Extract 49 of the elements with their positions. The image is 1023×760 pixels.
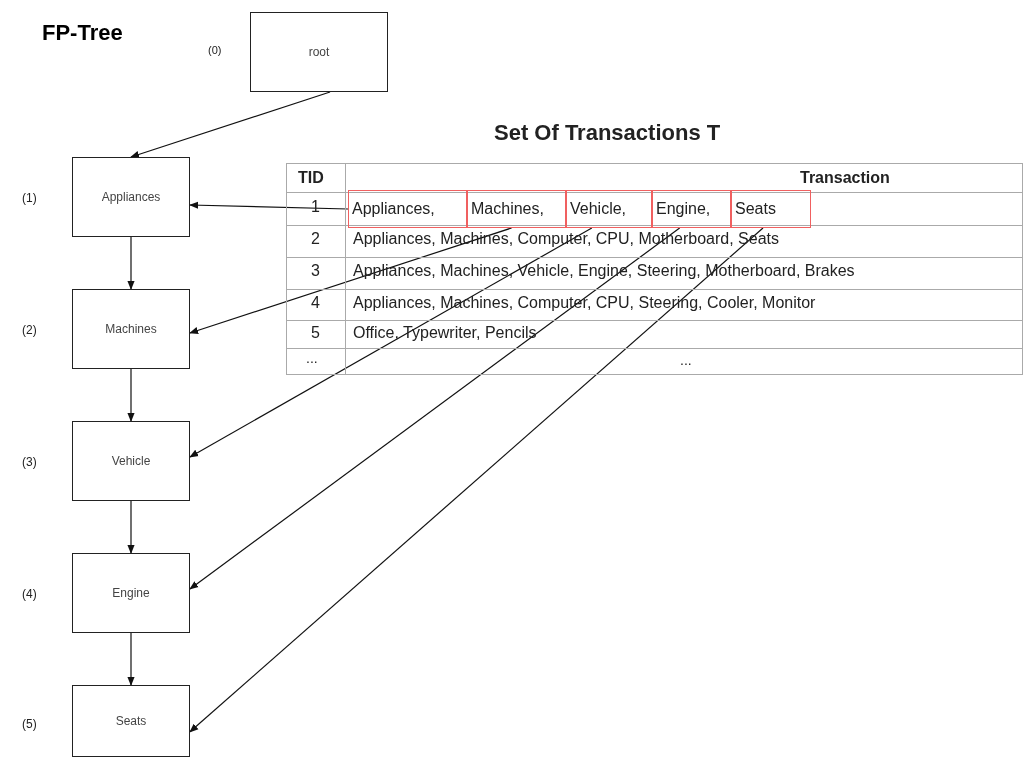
node-label: Vehicle xyxy=(111,454,151,468)
tree-node-box xyxy=(250,12,388,92)
highlight-box xyxy=(467,190,566,228)
cell-text: ... xyxy=(680,352,692,368)
node-label: Engine xyxy=(112,586,150,600)
tree-node-box xyxy=(72,289,190,369)
highlight-box xyxy=(348,190,467,228)
cell-text: Office, Typewriter, Pencils xyxy=(353,324,537,342)
node-label: Appliances, xyxy=(352,200,435,218)
node-label: Seats xyxy=(735,200,776,218)
row-number: 4 xyxy=(311,294,320,312)
column-header: Transaction xyxy=(800,169,890,187)
level-number: (0) xyxy=(208,44,222,56)
level-number: (4) xyxy=(22,587,37,601)
arrow xyxy=(189,227,681,590)
table-title: Set Of Transactions T xyxy=(494,120,721,146)
arrow xyxy=(127,632,135,686)
arrow xyxy=(189,227,764,733)
diagram-title: FP-Tree xyxy=(42,20,123,46)
tree-node-box xyxy=(72,553,190,633)
node-label: Appliances xyxy=(101,190,161,204)
level-number: (3) xyxy=(22,455,37,469)
level-number: (1) xyxy=(22,191,37,205)
arrow xyxy=(189,201,349,210)
node-label: Engine, xyxy=(656,200,711,218)
level-number: (2) xyxy=(22,323,37,337)
node-label: root xyxy=(308,45,330,59)
row-number: 3 xyxy=(311,262,320,280)
row-number: 5 xyxy=(311,324,320,342)
tree-node-box xyxy=(72,157,190,237)
highlight-box xyxy=(652,190,731,228)
arrow xyxy=(127,500,135,554)
row-number: 2 xyxy=(311,230,320,248)
arrow xyxy=(130,91,331,158)
arrow xyxy=(189,227,513,334)
node-label: Machines, xyxy=(471,200,544,218)
node-label: Vehicle, xyxy=(570,200,627,218)
arrow xyxy=(189,227,593,458)
highlight-box xyxy=(566,190,652,228)
node-label: Machines xyxy=(105,322,157,336)
node-label: Seats xyxy=(115,714,147,728)
highlight-box xyxy=(731,190,811,228)
tree-node-box xyxy=(72,421,190,501)
column-header: TID xyxy=(298,169,324,187)
level-number: (5) xyxy=(22,717,37,731)
tree-node-box xyxy=(72,685,190,757)
arrow xyxy=(127,236,135,290)
cell-text: ... xyxy=(306,350,318,366)
arrow xyxy=(127,368,135,422)
